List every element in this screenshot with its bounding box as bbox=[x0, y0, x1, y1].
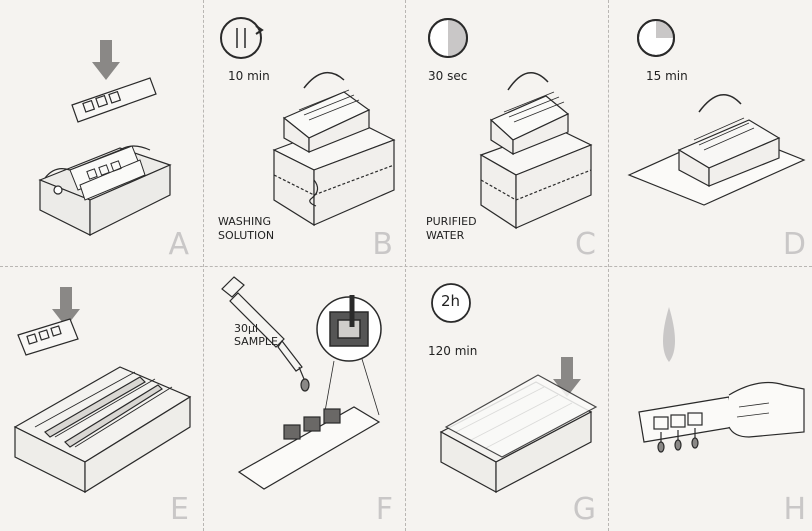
step-g: 2h 120 min G bbox=[406, 267, 608, 531]
divider bbox=[608, 0, 609, 531]
solution-label-line1: PURIFIED bbox=[426, 215, 477, 228]
washing-illustration bbox=[220, 17, 396, 227]
time-label: 120 min bbox=[428, 344, 478, 358]
tray-illustration bbox=[13, 287, 192, 494]
sample-label: SAMPLE bbox=[234, 335, 278, 348]
step-letter: D bbox=[782, 227, 806, 262]
step-h: H bbox=[609, 267, 812, 531]
step-letter: F bbox=[375, 492, 393, 527]
step-letter: E bbox=[170, 492, 189, 527]
divider bbox=[405, 0, 406, 531]
timer-icon bbox=[637, 19, 675, 57]
time-label: 15 min bbox=[646, 69, 688, 83]
development-illustration bbox=[638, 307, 805, 453]
step-d: 15 min D bbox=[609, 0, 812, 266]
step-f: 30µl SAMPLE F bbox=[204, 267, 405, 531]
clock-label: 2h bbox=[441, 292, 461, 310]
step-b: 10 min WASHING SOLUTION B bbox=[204, 0, 405, 266]
step-letter: G bbox=[572, 492, 596, 527]
drying-illustration bbox=[627, 19, 806, 206]
step-letter: B bbox=[372, 227, 393, 262]
step-letter: H bbox=[783, 492, 806, 527]
solution-label-line2: SOLUTION bbox=[218, 229, 275, 242]
step-c: 30 sec PURIFIED WATER C bbox=[406, 0, 608, 266]
step-e: E bbox=[0, 267, 203, 531]
step-a: A bbox=[0, 0, 203, 266]
volume-label: 30µl bbox=[234, 322, 259, 335]
clock-icon bbox=[431, 283, 471, 323]
step-letter: C bbox=[575, 227, 596, 262]
divider bbox=[203, 0, 204, 531]
incubation-illustration bbox=[431, 283, 598, 494]
solution-label-line1: WASHING bbox=[218, 215, 272, 228]
drop-icon bbox=[663, 307, 675, 362]
rotation-icon bbox=[220, 17, 264, 59]
rinse-illustration bbox=[428, 18, 593, 230]
timer-icon bbox=[428, 18, 468, 58]
sample-illustration bbox=[221, 276, 382, 490]
divider bbox=[0, 266, 812, 267]
time-label: 10 min bbox=[228, 69, 270, 83]
time-label: 30 sec bbox=[428, 69, 468, 83]
step-letter: A bbox=[168, 227, 189, 262]
strip-holder-illustration bbox=[38, 40, 172, 236]
solution-label-line2: WATER bbox=[426, 229, 465, 242]
